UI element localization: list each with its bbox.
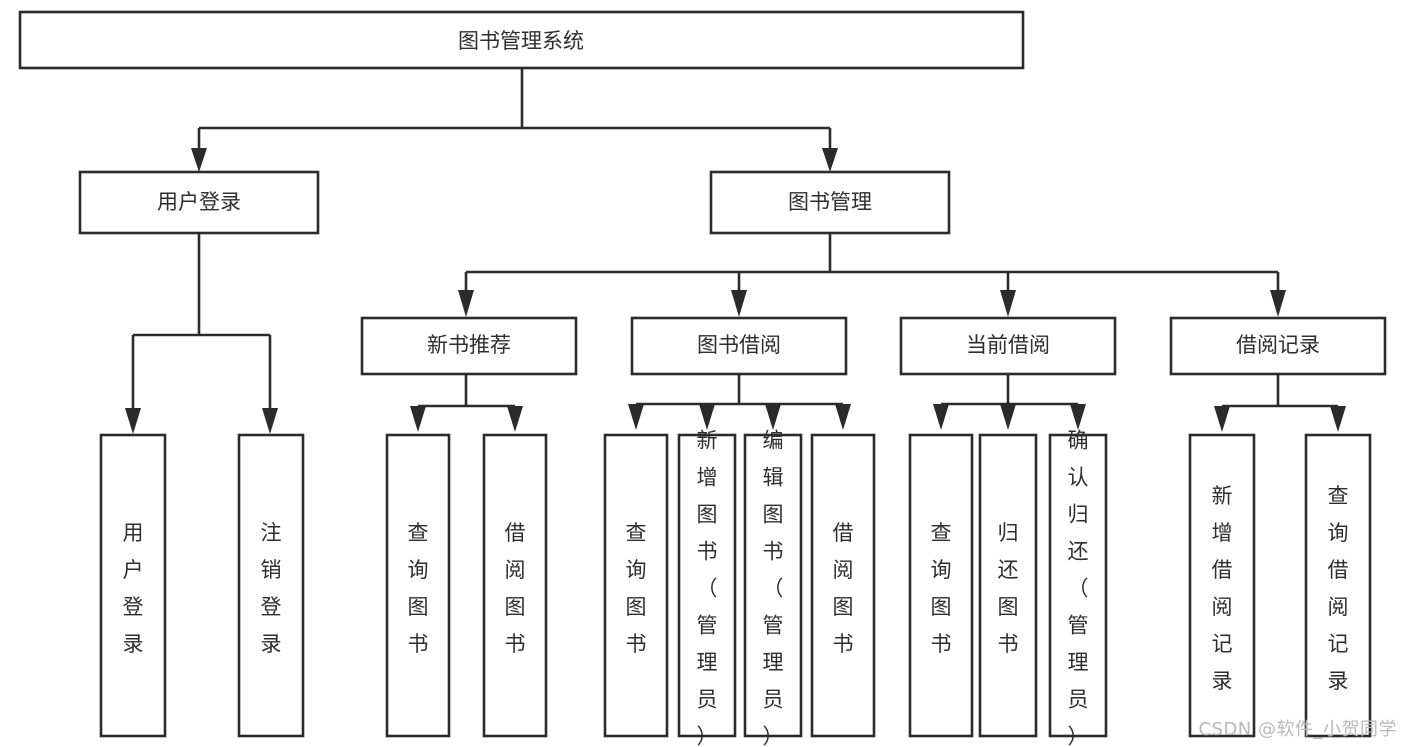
arrow-to-leaf-edit-book <box>765 404 781 430</box>
node-leaf-query-book-2[interactable]: 查询图书 <box>603 433 669 738</box>
node-leaf-query-record[interactable]: 查询借阅记录 <box>1304 433 1372 738</box>
arrow-to-leaf-query-record <box>1330 406 1346 432</box>
node-leaf-confirm-return[interactable]: 确认归还（管理员） <box>1048 428 1108 747</box>
node-leaf-confirm-return-label: 确认归还（管理员） <box>1068 428 1089 747</box>
arrow-to-leaf-borrow-book-1 <box>507 406 523 432</box>
node-user-login[interactable]: 用户登录 <box>78 170 320 235</box>
arrow-to-leaf-user-login <box>125 408 141 434</box>
node-leaf-edit-book-label: 编辑图书（管理员） <box>763 428 784 747</box>
node-leaf-borrow-book-1-box <box>482 433 548 738</box>
node-leaf-edit-book-box <box>743 433 803 738</box>
node-leaf-logout-box <box>237 433 305 738</box>
edge-group <box>125 68 1346 434</box>
node-leaf-logout[interactable]: 注销登录 <box>237 433 305 738</box>
node-leaf-add-record-label: 新增借阅记录 <box>1212 484 1233 693</box>
arrow-to-leaf-add-record <box>1214 406 1230 432</box>
node-leaf-edit-book[interactable]: 编辑图书（管理员） <box>743 428 803 747</box>
arrow-to-leaf-return-book <box>1000 404 1016 430</box>
node-current-borrow[interactable]: 当前借阅 <box>899 316 1117 376</box>
node-leaf-query-book-1[interactable]: 查询图书 <box>385 433 451 738</box>
arrow-to-leaf-borrow-book-2 <box>835 404 851 430</box>
node-leaf-logout-label: 注销登录 <box>261 521 282 656</box>
node-book-borrow-label: 图书借阅 <box>697 333 781 357</box>
arrow-to-leaf-confirm-return <box>1070 404 1086 430</box>
node-leaf-add-record-box <box>1188 433 1256 738</box>
node-leaf-add-record[interactable]: 新增借阅记录 <box>1188 433 1256 738</box>
node-leaf-return-book-label: 归还图书 <box>998 521 1019 656</box>
node-root[interactable]: 图书管理系统 <box>18 10 1025 70</box>
node-new-book-rec-box <box>360 316 578 376</box>
node-leaf-user-login-label: 用户登录 <box>123 521 144 656</box>
node-leaf-query-book-2-box <box>603 433 669 738</box>
node-leaf-add-book-box <box>677 433 737 738</box>
node-leaf-return-book[interactable]: 归还图书 <box>978 433 1038 738</box>
node-leaf-query-book-2-label: 查询图书 <box>626 521 647 656</box>
arrow-to-leaf-query-book-3 <box>933 404 949 430</box>
node-leaf-borrow-book-2-box <box>810 433 876 738</box>
arrow-to-book-borrow <box>731 290 747 317</box>
node-root-label: 图书管理系统 <box>458 29 584 53</box>
node-leaf-borrow-book-1-label: 借阅图书 <box>505 521 526 656</box>
node-leaf-query-book-3-label: 查询图书 <box>931 521 952 656</box>
node-root-box <box>18 10 1025 70</box>
node-leaf-return-book-box <box>978 433 1038 738</box>
node-book-borrow-box <box>630 316 848 376</box>
node-current-borrow-box <box>899 316 1117 376</box>
node-book-manage-label: 图书管理 <box>788 190 872 214</box>
arrow-to-borrow-record <box>1270 290 1286 317</box>
node-leaf-add-book[interactable]: 新增图书（管理员） <box>677 428 737 747</box>
node-leaf-confirm-return-box <box>1048 433 1108 738</box>
arrow-to-leaf-logout <box>262 408 278 434</box>
node-leaf-query-book-1-label: 查询图书 <box>408 521 429 656</box>
node-leaf-query-record-label: 查询借阅记录 <box>1328 484 1349 693</box>
arrow-to-leaf-query-book-1 <box>410 406 426 432</box>
node-borrow-record-label: 借阅记录 <box>1236 333 1320 357</box>
node-leaf-query-book-3-box <box>908 433 974 738</box>
node-leaf-borrow-book-2[interactable]: 借阅图书 <box>810 433 876 738</box>
node-current-borrow-label: 当前借阅 <box>966 333 1050 357</box>
node-leaf-borrow-book-2-label: 借阅图书 <box>833 521 854 656</box>
arrow-to-leaf-query-book-2 <box>628 404 644 430</box>
csdn-watermark: CSDN @软件_小贺同学 <box>1198 719 1397 740</box>
node-book-manage[interactable]: 图书管理 <box>709 170 951 235</box>
node-leaf-user-login-box <box>99 433 167 738</box>
node-new-book-rec-label: 新书推荐 <box>427 333 511 357</box>
node-user-login-box <box>78 170 320 235</box>
node-leaf-borrow-book-1[interactable]: 借阅图书 <box>482 433 548 738</box>
node-leaf-query-record-box <box>1304 433 1372 738</box>
arrow-to-user-login <box>191 148 207 172</box>
node-book-borrow[interactable]: 图书借阅 <box>630 316 848 376</box>
arrow-to-book-manage <box>822 148 838 172</box>
node-user-login-label: 用户登录 <box>157 190 241 214</box>
node-book-manage-box <box>709 170 951 235</box>
node-borrow-record[interactable]: 借阅记录 <box>1169 316 1387 376</box>
node-leaf-query-book-3[interactable]: 查询图书 <box>908 433 974 738</box>
arrow-to-leaf-add-book <box>699 404 715 430</box>
node-borrow-record-box <box>1169 316 1387 376</box>
node-leaf-query-book-1-box <box>385 433 451 738</box>
arrow-to-current-borrow <box>1000 290 1016 317</box>
arrow-to-new-book-rec <box>458 290 474 317</box>
node-leaf-add-book-label: 新增图书（管理员） <box>697 428 718 747</box>
node-leaf-user-login[interactable]: 用户登录 <box>99 433 167 738</box>
node-new-book-rec[interactable]: 新书推荐 <box>360 316 578 376</box>
